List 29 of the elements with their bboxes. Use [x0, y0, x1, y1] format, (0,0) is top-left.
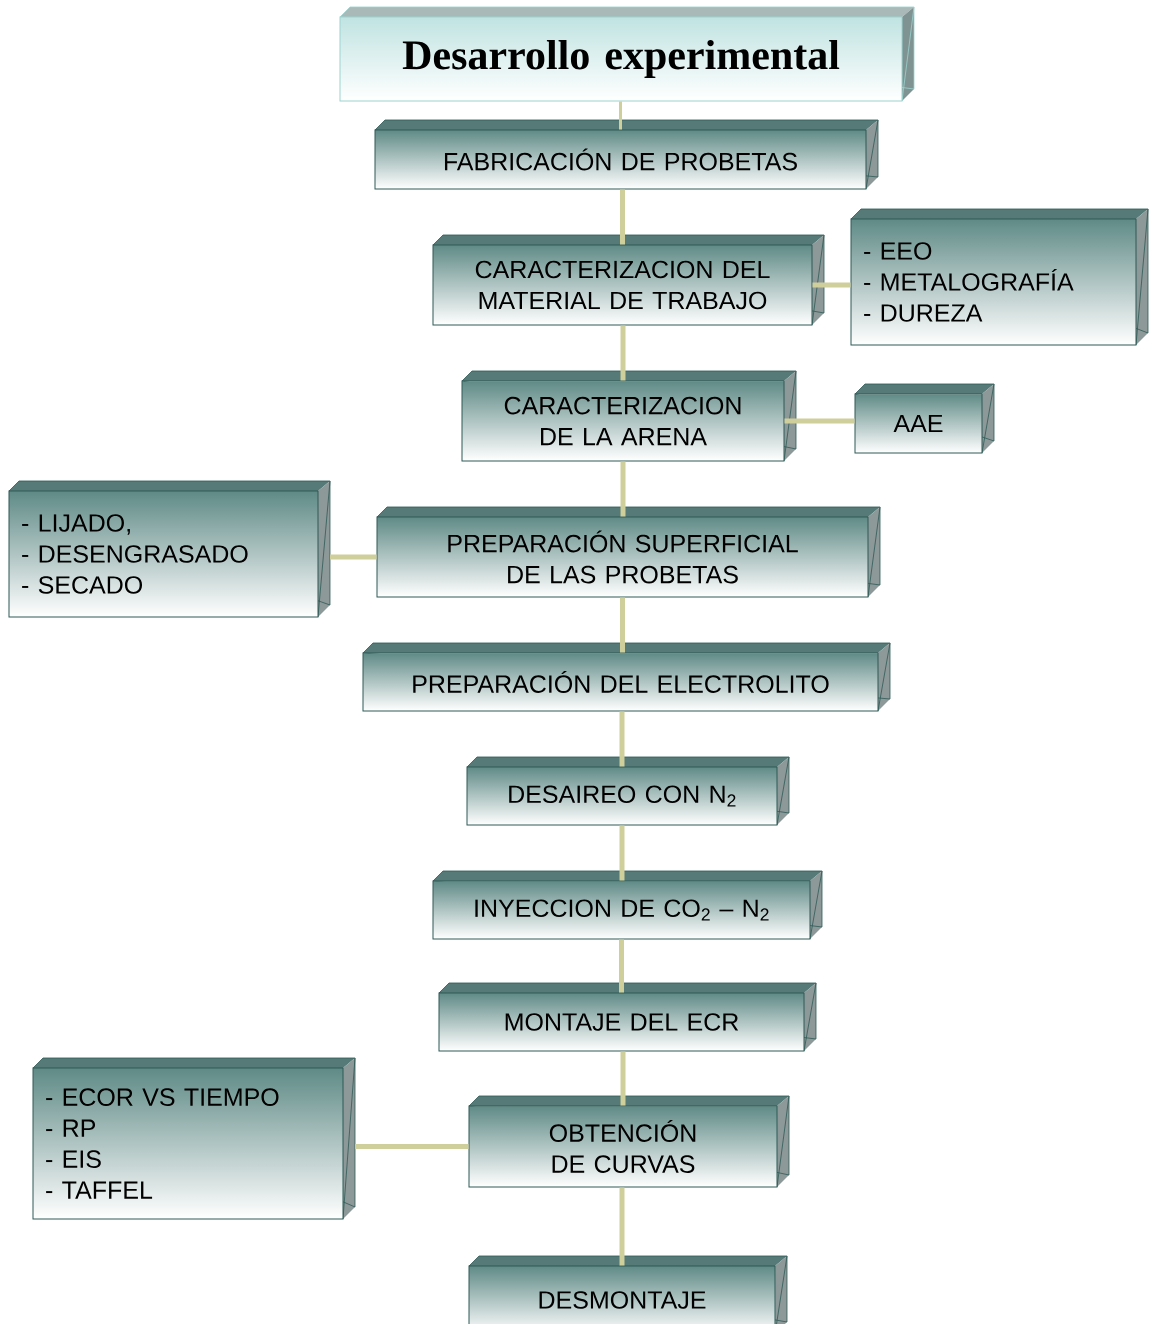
process-box: CARACTERIZACION DEL MATERIAL DE TRABAJO [432, 234, 825, 326]
process-box: PREPARACIÓN DEL ELECTROLITO [362, 642, 891, 712]
process-box: Desarrollo experimental [339, 6, 915, 102]
connector-line [620, 597, 625, 653]
connector-line [620, 325, 626, 381]
connector-line [812, 282, 851, 288]
process-box: DESAIREO CON N$_{2}$ [466, 756, 790, 826]
connector-line [619, 1187, 625, 1266]
process-box: AAE [854, 383, 995, 454]
process-box: - EEO - METALOGRAFÍA - DUREZA [850, 208, 1149, 346]
connector-line [355, 1144, 469, 1149]
process-box: DESMONTAJE [468, 1255, 788, 1324]
process-box: INYECCION DE CO$_{2}$ – N$_{2}$ [432, 870, 823, 940]
connector-line [330, 554, 377, 560]
connector-line [784, 418, 855, 424]
connector-line [619, 101, 622, 130]
process-box: CARACTERIZACION DE LA ARENA [461, 370, 797, 462]
process-box: PREPARACIÓN SUPERFICIAL DE LAS PROBETAS [376, 506, 881, 598]
process-box: MONTAJE DEL ECR [438, 982, 817, 1052]
connector-line [619, 825, 625, 881]
process-box: - LIJADO, - DESENGRASADO - SECADO [8, 480, 331, 618]
process-box: - ECOR VS TIEMPO - RP - EIS - TAFFEL [32, 1057, 356, 1220]
connector-line [620, 1051, 626, 1106]
connector-line [620, 461, 626, 517]
process-box: OBTENCIÓN DE CURVAS [468, 1095, 790, 1188]
connector-line [619, 939, 624, 993]
connector-line [619, 711, 625, 767]
connector-line [620, 189, 625, 245]
process-box: FABRICACIÓN DE PROBETAS [374, 119, 879, 190]
